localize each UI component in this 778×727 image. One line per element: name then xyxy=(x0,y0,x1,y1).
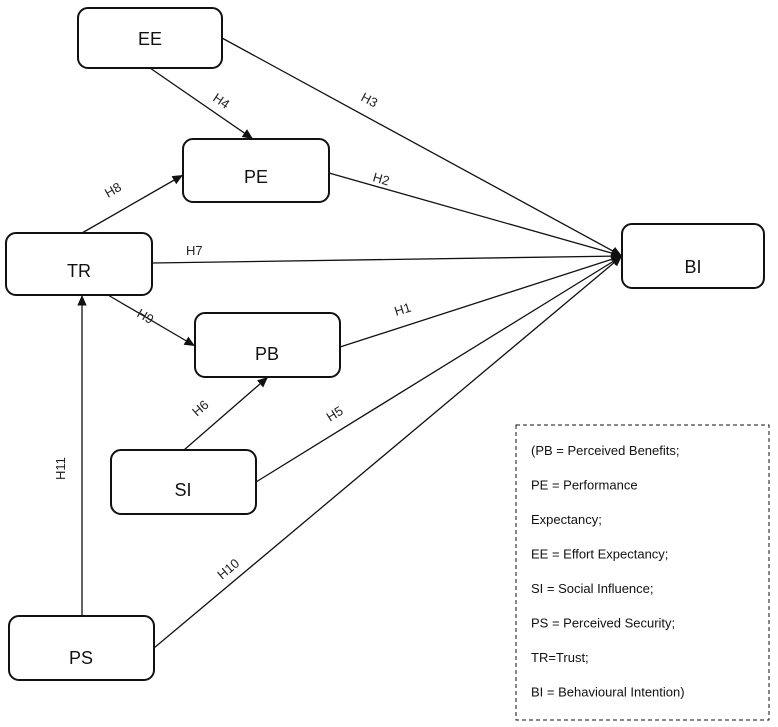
edge-h8 xyxy=(81,174,184,234)
edge-label-h7: H7 xyxy=(186,243,203,258)
edge-label-h4: H4 xyxy=(210,90,232,112)
node-pe-label: PE xyxy=(244,167,268,187)
edge-label-h9: H9 xyxy=(135,306,157,327)
edge-h3 xyxy=(221,37,623,257)
node-bi: BI xyxy=(621,223,765,289)
node-tr: TR xyxy=(5,232,153,296)
legend-line: SI = Social Influence; xyxy=(531,581,654,596)
node-bi-label: BI xyxy=(684,257,701,277)
legend-line: PS = Perceived Security; xyxy=(531,616,675,631)
edge-h1 xyxy=(339,254,623,348)
legend-line: BI = Behavioural Intention) xyxy=(531,685,685,700)
edge-h4 xyxy=(149,67,254,140)
node-tr-label: TR xyxy=(67,261,91,281)
edge-label-h3: H3 xyxy=(359,89,381,110)
legend-line: TR=Trust; xyxy=(531,650,589,665)
node-pb-label: PB xyxy=(255,344,279,364)
edge-label-h6: H6 xyxy=(189,397,211,419)
edge-label-h2: H2 xyxy=(371,169,391,188)
edge-label-h11: H11 xyxy=(53,457,68,480)
legend-line: (PB = Perceived Benefits; xyxy=(531,443,680,458)
edge-h5 xyxy=(255,255,623,483)
node-si: SI xyxy=(110,449,257,515)
edge-h7 xyxy=(151,251,623,264)
node-ps-label: PS xyxy=(69,648,93,668)
legend: (PB = Perceived Benefits; PE = Performanc… xyxy=(515,424,770,721)
legend-line: EE = Effort Expectancy; xyxy=(531,547,668,562)
edge-label-h5: H5 xyxy=(324,403,346,425)
legend-line: PE = Performance xyxy=(531,478,638,493)
edge-h6 xyxy=(183,376,269,451)
edge-h10 xyxy=(153,255,623,649)
node-pe: PE xyxy=(182,138,330,203)
edge-label-h8: H8 xyxy=(102,179,124,200)
node-pb: PB xyxy=(194,312,341,378)
edge-label-h1: H1 xyxy=(392,300,412,319)
node-ps: PS xyxy=(8,615,155,681)
node-si-label: SI xyxy=(174,480,191,500)
node-ee: EE xyxy=(77,7,223,69)
legend-line: Expectancy; xyxy=(531,512,602,527)
legend-lines: (PB = Perceived Benefits; PE = Performanc… xyxy=(531,443,685,700)
node-ee-label: EE xyxy=(138,29,162,49)
edge-h2 xyxy=(328,172,623,258)
edge-h9 xyxy=(107,294,196,347)
